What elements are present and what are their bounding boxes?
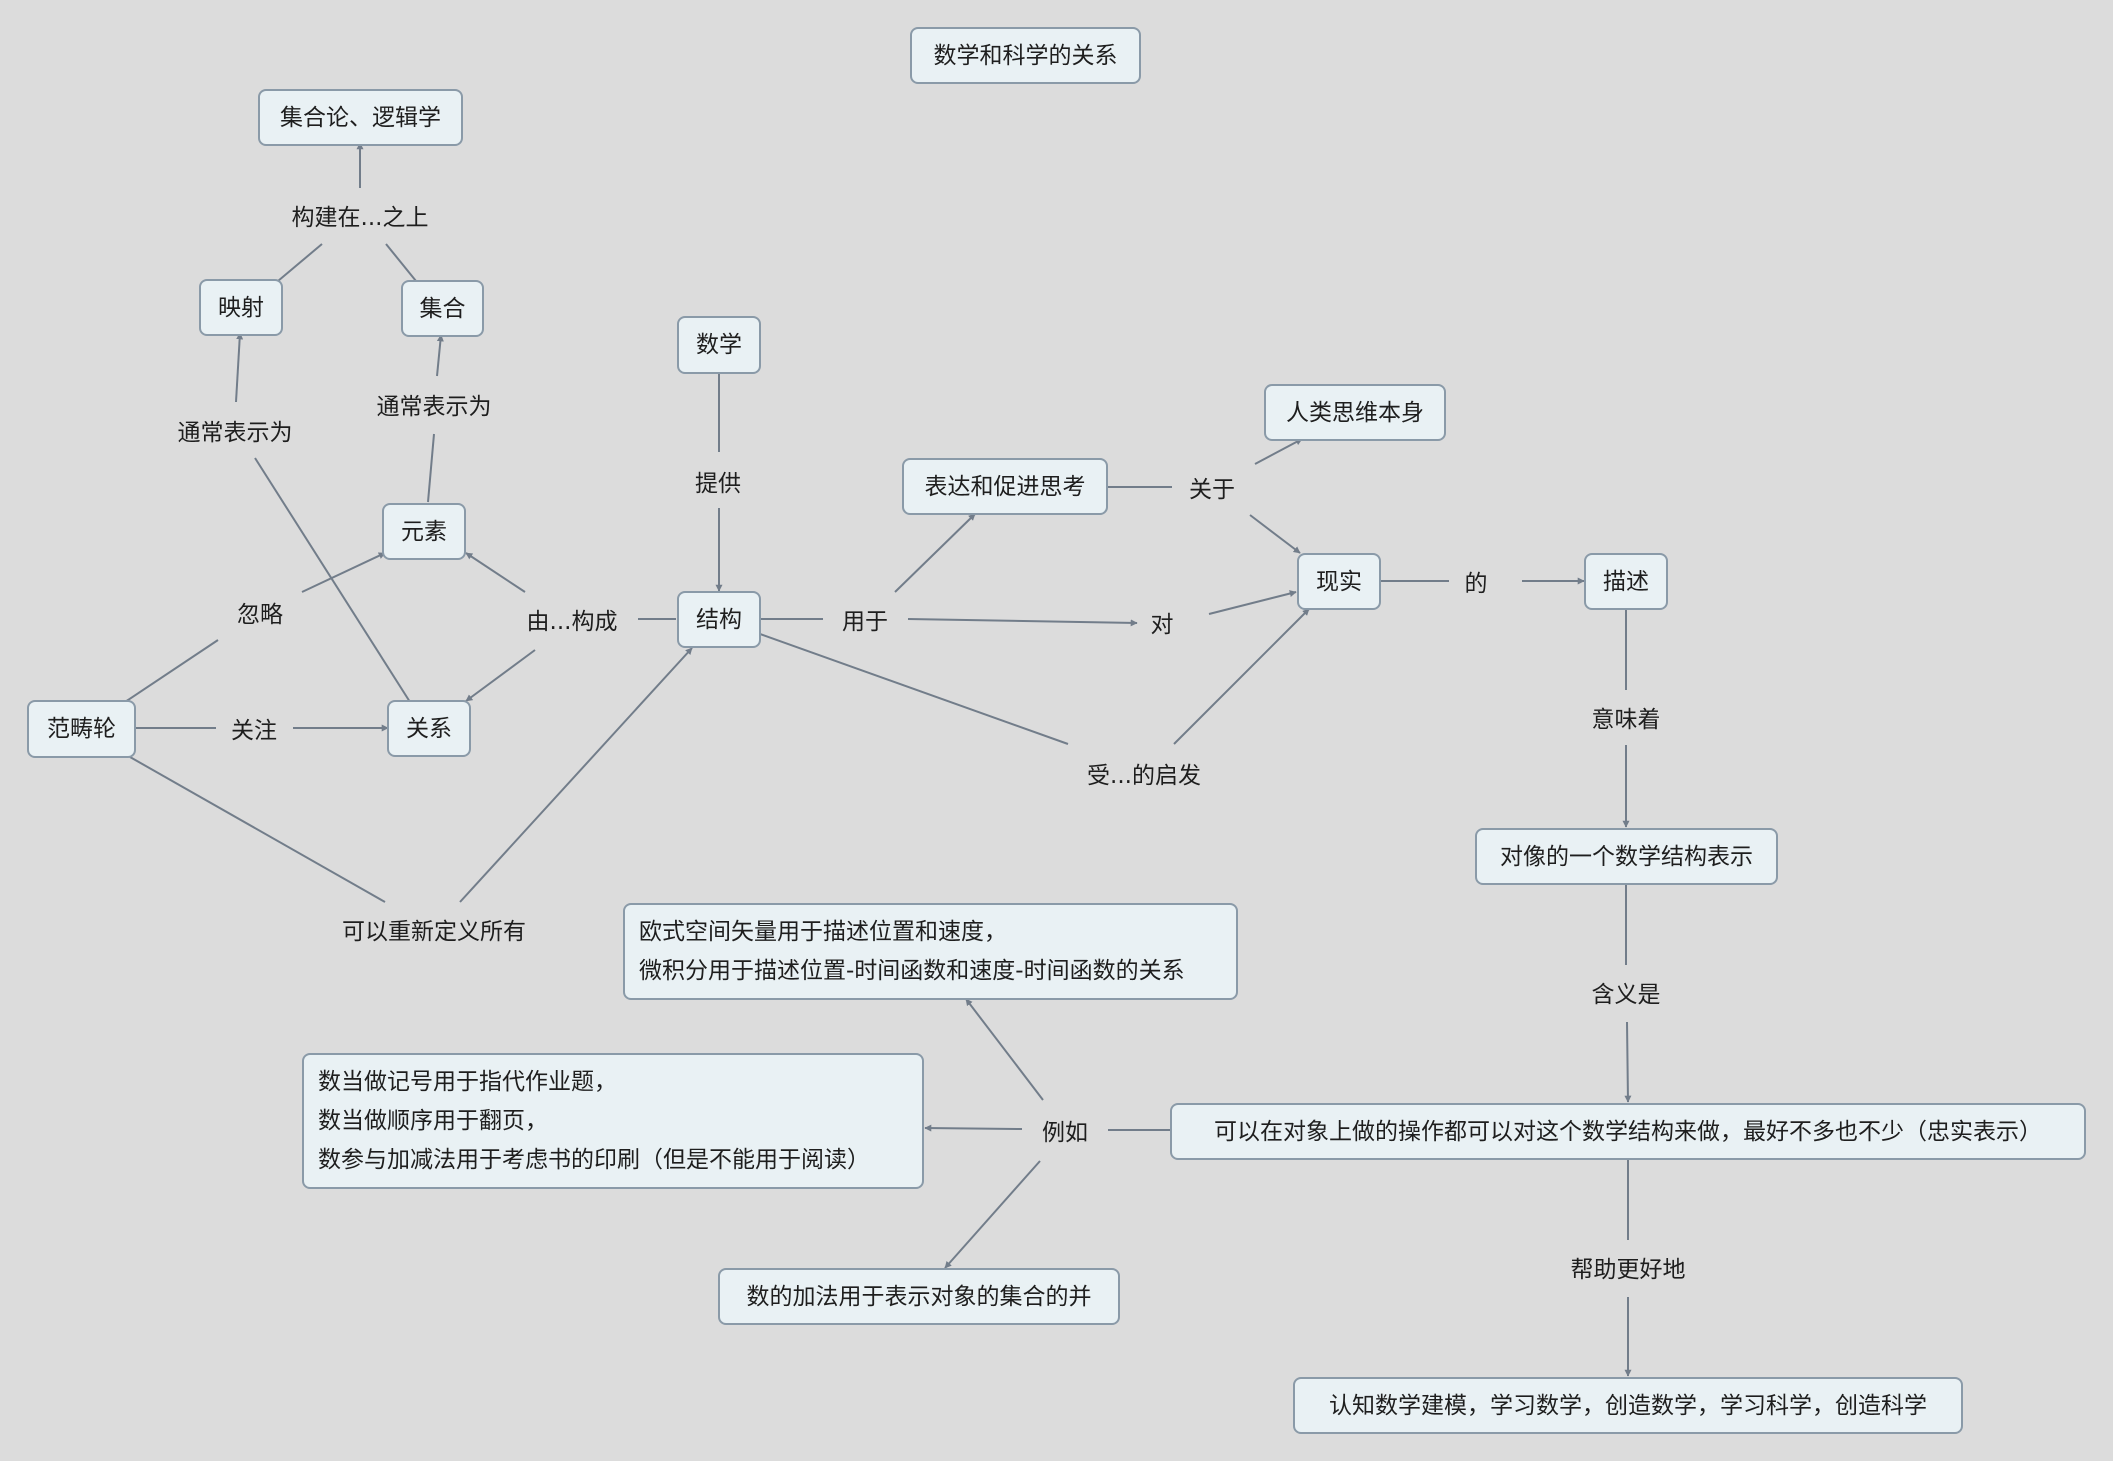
node-relation: 关系 — [387, 700, 471, 757]
edge-fan-to-ignore — [124, 639, 219, 703]
edge-used-for-to-express — [894, 513, 976, 593]
example-vectors-line-2: 微积分用于描述位置-时间函数和速度-时间函数的关系 — [639, 957, 1185, 984]
example-numbers-line-1: 数当做记号用于指代作业题， — [318, 1068, 617, 1095]
label-usually-left: 通常表示为 — [177, 420, 293, 446]
label-of: 的 — [1464, 571, 1488, 597]
node-human-thought: 人类思维本身 — [1264, 384, 1446, 441]
edge-inspired-to-reality — [1173, 608, 1310, 745]
label-inspired: 受...的启发 — [1087, 763, 1201, 789]
label-used-for: 用于 — [842, 609, 888, 635]
label-built-on: 构建在...之上 — [291, 205, 429, 231]
edge-element-to-usually — [427, 433, 435, 503]
node-cognition: 认知数学建模，学习数学，创造数学，学习科学，创造科学 — [1293, 1377, 1963, 1434]
diagram-title: 数学和科学的关系 — [910, 27, 1141, 84]
label-means: 意味着 — [1591, 707, 1661, 733]
edge-example-to-ex2 — [924, 1124, 1023, 1132]
node-example-vectors: 欧式空间矢量用于描述位置和速度， 微积分用于描述位置-时间函数和速度-时间函数的… — [623, 903, 1238, 1000]
node-description: 描述 — [1584, 553, 1668, 610]
node-set-logic: 集合论、逻辑学 — [258, 89, 463, 146]
edge-meaning-to-faithful — [1624, 1021, 1632, 1103]
node-mapping: 映射 — [199, 279, 283, 336]
label-provide: 提供 — [695, 471, 741, 497]
label-for-example: 例如 — [1042, 1120, 1088, 1146]
label-meaning-is: 含义是 — [1591, 982, 1661, 1008]
edge-redefine-to-structure — [459, 647, 693, 903]
edge-ignore-to-element — [301, 552, 386, 593]
edge-structure-to-inspired — [759, 633, 1069, 745]
edge-about-to-reality — [1249, 514, 1301, 554]
edge-example-to-ex1 — [965, 998, 1044, 1101]
node-example-numbers: 数当做记号用于指代作业题， 数当做顺序用于翻页， 数参与加减法用于考虑书的印刷（… — [302, 1053, 924, 1189]
edge-composed-to-element — [465, 552, 526, 593]
edge-usually-to-set — [436, 334, 444, 377]
label-redefine: 可以重新定义所有 — [342, 919, 526, 945]
example-vectors-line-1: 欧式空间矢量用于描述位置和速度， — [639, 918, 1007, 945]
node-rep: 对像的一个数学结构表示 — [1475, 828, 1778, 885]
label-usually-right: 通常表示为 — [376, 394, 492, 420]
label-about: 关于 — [1189, 477, 1235, 503]
edge-usually-to-mapping — [235, 332, 244, 403]
node-math: 数学 — [677, 316, 761, 374]
edge-fan-to-redefine — [129, 756, 386, 903]
label-ignore: 忽略 — [237, 602, 283, 628]
node-example-addition: 数的加法用于表示对象的集合的并 — [718, 1268, 1120, 1325]
edge-relation-to-usually — [254, 457, 411, 703]
edge-about-to-human-thought — [1254, 438, 1303, 465]
label-composed: 由...构成 — [526, 609, 618, 635]
label-focus: 关注 — [231, 718, 277, 744]
node-faithful: 可以在对象上做的操作都可以对这个数学结构来做，最好不多也不少（忠实表示） — [1170, 1103, 2086, 1160]
example-numbers-line-3: 数参与加减法用于考虑书的印刷（但是不能用于阅读） — [318, 1146, 870, 1173]
node-set: 集合 — [401, 280, 484, 337]
node-express: 表达和促进思考 — [902, 458, 1108, 515]
node-reality: 现实 — [1297, 553, 1381, 610]
edge-to-to-reality — [1208, 590, 1297, 615]
node-element: 元素 — [382, 503, 466, 560]
edge-used-for-to-to — [907, 618, 1138, 627]
node-structure: 结构 — [677, 591, 761, 648]
edge-mapping-to-built-on — [277, 243, 323, 282]
label-to: 对 — [1150, 612, 1174, 638]
edge-set-to-built-on — [385, 243, 417, 282]
node-fan: 范畴轮 — [27, 700, 136, 758]
label-helps: 帮助更好地 — [1570, 1257, 1686, 1283]
example-numbers-line-2: 数当做顺序用于翻页， — [318, 1107, 548, 1134]
edge-example-to-ex3 — [944, 1160, 1041, 1269]
edge-composed-to-relation — [465, 649, 536, 702]
